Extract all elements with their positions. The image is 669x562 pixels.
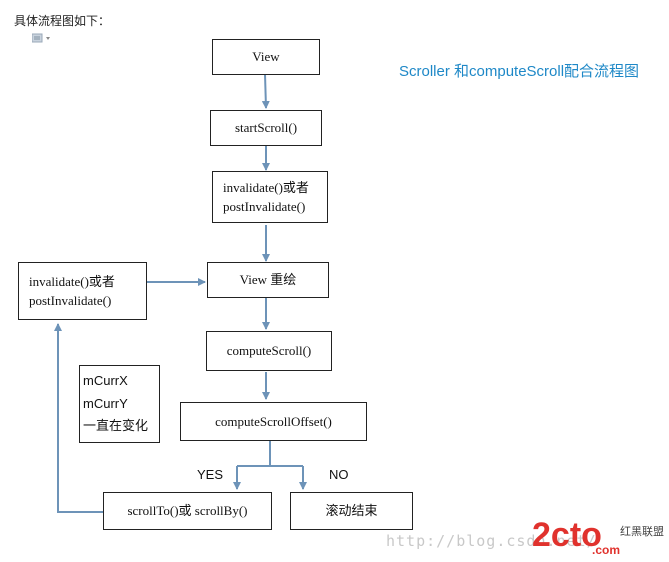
site-logo: 2cto .com	[532, 516, 620, 556]
dropdown-icon[interactable]	[32, 33, 54, 43]
node-invalidate-side: invalidate()或者 postInvalidate()	[18, 262, 147, 320]
node-scroll-to: scrollTo()或 scrollBy()	[103, 492, 272, 530]
node-view-redraw-label: View 重绘	[239, 272, 297, 288]
node-compute-scroll-offset: computeScrollOffset()	[180, 402, 367, 441]
logo-side-text: 红黑联盟	[620, 525, 664, 538]
logo-domain-text: .com	[592, 543, 620, 556]
node-start-scroll: startScroll()	[210, 110, 322, 146]
node-note-line1: mCurrX	[83, 372, 128, 388]
node-compute-scroll-offset-label: computeScrollOffset()	[215, 413, 332, 429]
node-compute-scroll: computeScroll()	[206, 331, 332, 371]
diagram-subtitle: Scroller 和computeScroll配合流程图	[399, 63, 640, 80]
node-note: mCurrX mCurrY 一直在变化	[79, 365, 160, 443]
node-note-line2: mCurrY	[83, 395, 128, 411]
branch-yes-label: YES	[197, 467, 224, 482]
node-start-scroll-label: startScroll()	[234, 120, 298, 136]
intro-text: 具体流程图如下：	[14, 14, 111, 28]
logo-main-text: 2cto	[532, 516, 602, 554]
node-view-label: View	[252, 49, 280, 65]
node-invalidate-side-line1: invalidate()或者	[29, 273, 115, 289]
branch-split-line	[237, 441, 303, 467]
node-view: View	[212, 39, 320, 75]
watermark-url: http://blog.csdn.net/	[386, 532, 597, 550]
arrow-view-to-startscroll	[261, 73, 270, 109]
node-invalidate-side-line2: postInvalidate()	[29, 293, 112, 308]
node-scroll-to-label: scrollTo()或 scrollBy()	[127, 503, 248, 519]
branch-no-label: NO	[329, 467, 349, 482]
node-invalidate-main: invalidate()或者 postInvalidate()	[212, 171, 328, 223]
node-view-redraw: View 重绘	[207, 262, 329, 298]
arrow-loop-back	[54, 323, 103, 513]
node-scroll-end-label: 滚动结束	[325, 503, 378, 519]
node-compute-scroll-label: computeScroll()	[226, 343, 312, 359]
node-note-line3: 一直在变化	[83, 418, 149, 434]
node-invalidate-main-line1: invalidate()或者	[223, 179, 309, 195]
node-invalidate-main-line2: postInvalidate()	[223, 199, 306, 214]
node-scroll-end: 滚动结束	[290, 492, 413, 530]
